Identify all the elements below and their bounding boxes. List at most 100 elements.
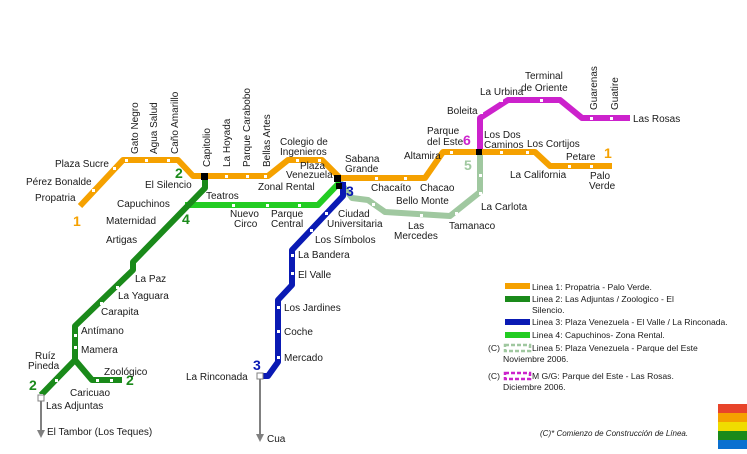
station-label: Bello Monte (396, 196, 449, 207)
legend-swatch-line6 (503, 371, 532, 381)
station-label: La Paz (135, 274, 166, 285)
station-label: Los Símbolos (315, 235, 376, 246)
station-label: Maternidad (106, 216, 156, 227)
arrow-down-icon (37, 430, 45, 438)
station-marks (40, 99, 613, 397)
station-label: Teatros (206, 191, 239, 202)
station-label: Agua Salud (149, 102, 160, 154)
legend-line2: Linea 2: Las Adjuntas / Zoologico - El (532, 294, 674, 304)
station-label: Zonal Rental (258, 182, 315, 193)
station-label: Chacaíto (371, 183, 411, 194)
station-label: Altamira (404, 151, 441, 162)
legend-line6-date: Diciembre 2006. (503, 382, 566, 392)
station-label: Los Dos (484, 130, 521, 141)
station-label: Mamera (81, 345, 118, 356)
station-label: El Tambor (Los Teques) (47, 427, 152, 438)
station-label: La Bandera (298, 250, 350, 261)
station-label: Los Jardines (284, 303, 341, 314)
legend: Linea 1: Propatria - Palo Verde. Linea 2… (488, 282, 728, 438)
legend-swatch-line5 (503, 343, 532, 353)
station-label: Cua (267, 434, 286, 445)
station-label: Parque (271, 209, 304, 220)
station-label: Parque Carabobo (242, 88, 253, 167)
legend-line4: Linea 4: Capuchinos- Zona Rental. (532, 330, 665, 340)
logo-stripe (718, 422, 747, 431)
legend-footnote: (C)* Comienzo de Construcción de Línea. (540, 429, 688, 438)
station-label: de Oriente (521, 83, 568, 94)
station-label: Pérez Bonalde (26, 177, 92, 188)
station-label: Parque (427, 126, 460, 137)
legend-line2-cont: Silencio. (532, 305, 564, 315)
station-label: Caricuao (70, 388, 110, 399)
logo-stripe (718, 413, 747, 422)
station-label: Mercedes (394, 231, 438, 242)
line3-number-top: 3 (346, 183, 354, 199)
station-label: Bellas Artes (262, 114, 273, 167)
line-4 (185, 179, 343, 208)
logo-stripe (718, 404, 747, 413)
station-label: Plaza (300, 161, 325, 172)
legend-line5-date: Noviembre 2006. (503, 354, 568, 364)
line-1 (77, 149, 612, 209)
station-labels: Propatria Pérez Bonalde Plaza Sucre Gato… (26, 66, 680, 445)
station-label: Los Cortijos (527, 139, 580, 150)
line2-number-zoo: 2 (126, 372, 134, 388)
station-label: El Valle (298, 270, 332, 281)
line6-number: 6 (463, 132, 471, 148)
station-label: Ciudad (338, 209, 370, 220)
line1-number-west: 1 (73, 213, 81, 229)
line-numbers: 1 1 2 2 2 3 3 4 5 6 (29, 132, 612, 393)
legend-line1: Linea 1: Propatria - Palo Verde. (532, 282, 652, 292)
station-label: La California (510, 170, 567, 181)
station-label: Guarenas (589, 66, 600, 110)
station-label: Antímano (81, 326, 124, 337)
station-label: Propatria (35, 193, 76, 204)
terminal-la-rinconada (256, 372, 264, 380)
station-label: Pineda (28, 361, 60, 372)
station-label: Carapita (101, 307, 139, 318)
station-label: Capitolio (202, 128, 213, 167)
line5-number: 5 (464, 157, 472, 173)
station-label: Artigas (106, 235, 137, 246)
transfer-stations (37, 149, 482, 402)
station-label: Central (271, 219, 303, 230)
line-2 (38, 178, 208, 398)
station-label: Ingenieros (280, 147, 327, 158)
line-3 (260, 182, 346, 379)
station-label: El Silencio (145, 180, 192, 191)
transfer-plaza-venezuela (334, 175, 341, 182)
legend-line6-prefix: (C) (488, 371, 500, 381)
legend-line5-prefix: (C) (488, 343, 500, 353)
station-label: Zoológico (104, 367, 148, 378)
station-label: Nuevo (230, 209, 259, 220)
station-label: Petare (566, 152, 596, 163)
station-label: Mercado (284, 353, 323, 364)
station-label: Palo (590, 171, 610, 182)
line3-number-bottom: 3 (253, 357, 261, 373)
station-label: Ruíz (35, 351, 56, 362)
line4-number: 4 (182, 211, 190, 227)
station-label: Boleita (447, 106, 478, 117)
station-label: Chacao (420, 183, 455, 194)
station-label: del Este (427, 137, 464, 148)
transfer-parque-del-este (476, 149, 482, 155)
station-label: Verde (589, 181, 616, 192)
transfer-capitolio (201, 173, 208, 180)
station-label: Tamanaco (449, 221, 496, 232)
metro-logo (718, 404, 747, 449)
terminal-las-adjuntas (37, 394, 45, 402)
station-label: Gato Negro (130, 102, 141, 154)
station-label: La Urbina (480, 87, 524, 98)
station-label: Las (408, 221, 424, 232)
station-label: Las Adjuntas (46, 401, 103, 412)
station-label: La Rinconada (186, 372, 248, 383)
station-label: Terminal (525, 71, 563, 82)
line1-number-east: 1 (604, 145, 612, 161)
station-label: Circo (234, 219, 258, 230)
legend-line3: Linea 3: Plaza Venezuela - El Valle / La… (532, 317, 728, 327)
station-label: Guatire (610, 77, 621, 110)
station-label: Plaza Sucre (55, 159, 109, 170)
station-label: Caminos (484, 140, 523, 151)
station-label: Capuchinos (117, 199, 170, 210)
